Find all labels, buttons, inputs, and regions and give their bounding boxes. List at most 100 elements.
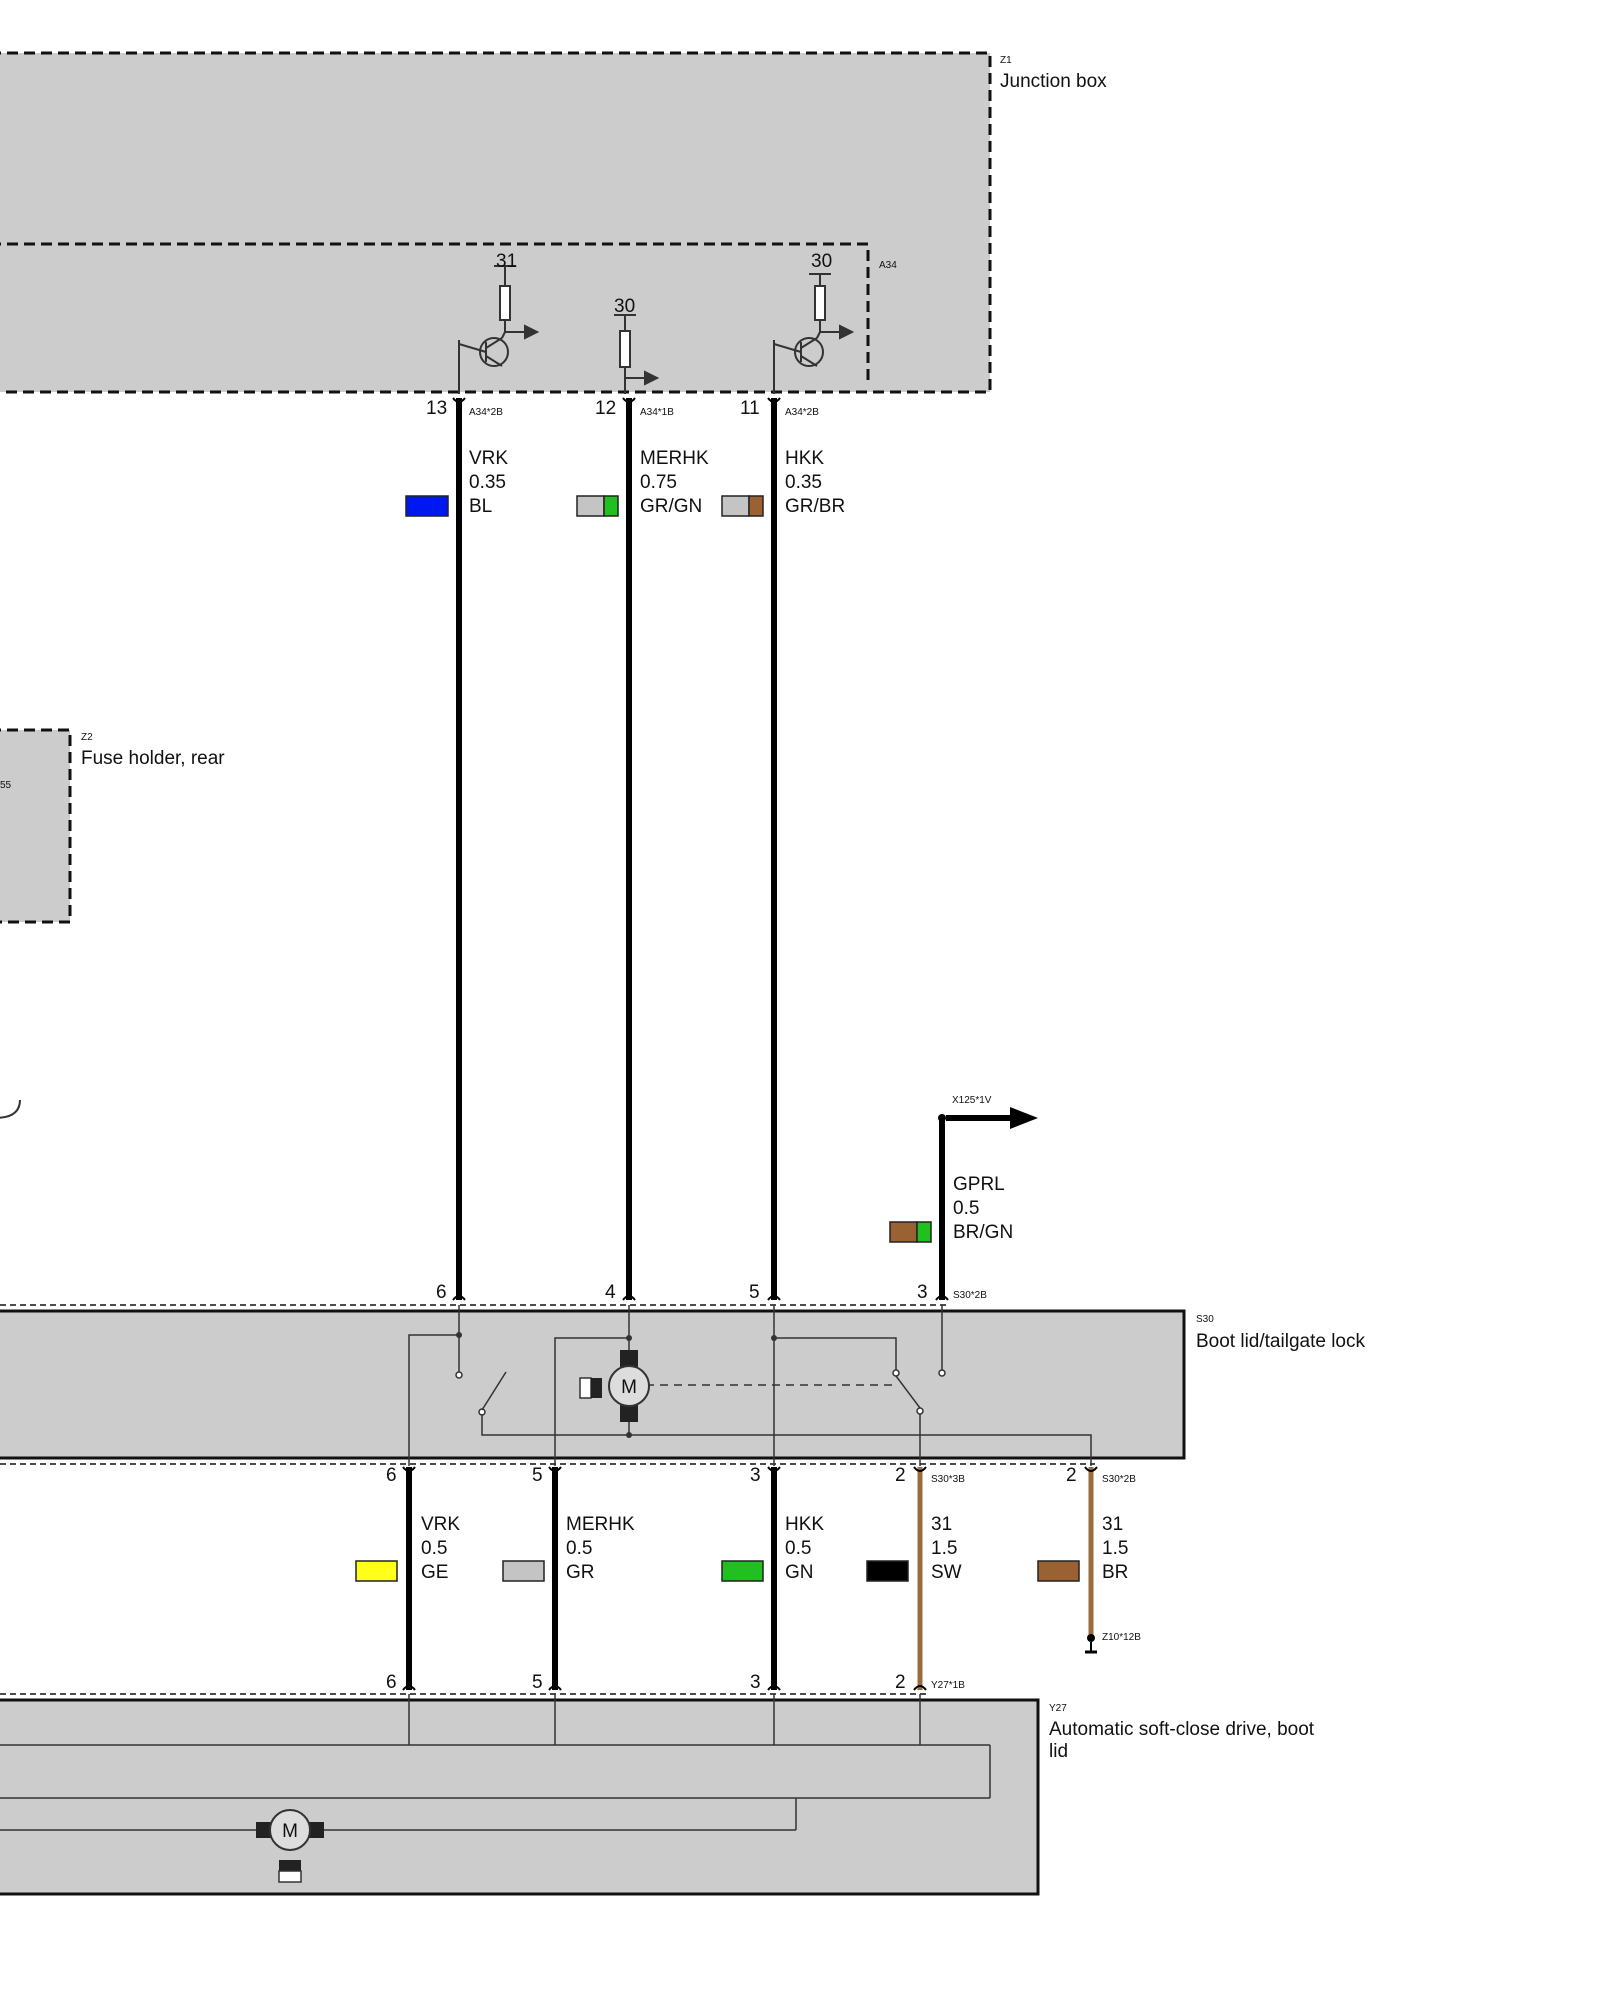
wire-color-vrk: BL — [469, 496, 492, 517]
wire-signal-gprl: GPRL — [953, 1174, 1005, 1195]
conn-x125: X125*1V — [952, 1095, 992, 1106]
soft-close-motor: M — [256, 1809, 324, 1883]
wire-color-br-gn: BR/GN — [953, 1222, 1013, 1243]
lower-wire-hkk: 3 HKK 0.5 GN 3 — [721, 1465, 824, 1693]
swatch-bl — [405, 495, 449, 517]
gprl-wire: X125*1V GPRL 0.5 BR/GN 3 S30*2B — [889, 1095, 1038, 1303]
lower-color-ge: GE — [421, 1562, 448, 1583]
lower-signal-31-a: 31 — [931, 1514, 952, 1535]
lower-color-gr: GR — [566, 1562, 595, 1583]
swatch-gr-br-stripe — [748, 495, 764, 517]
swatch-br-gn-primary — [889, 1221, 918, 1243]
lower-signal-merhk: MERHK — [566, 1514, 635, 1535]
supply-label-31: 31 — [496, 251, 517, 272]
fuse-holder-id: Z2 — [81, 732, 93, 743]
wire-signal-merhk: MERHK — [640, 448, 709, 469]
wire-size-hkk: 0.35 — [785, 472, 822, 493]
lower-size-31-b: 1.5 — [1102, 1538, 1128, 1559]
lock-motor: M — [579, 1350, 650, 1422]
lower-pin-top-2-b: 2 — [1066, 1465, 1077, 1486]
upper-wire-merhk: 12 A34*1B MERHK 0.75 GR/GN 4 — [576, 397, 709, 1303]
supply-label-30-b: 30 — [811, 251, 832, 272]
boot-lid-lock: S30 Boot lid/tailgate lock — [0, 1304, 1365, 1466]
transistor-driver-13 — [458, 265, 540, 394]
junction-box-id: Z1 — [1000, 55, 1012, 66]
fuse-holder-partial: 55 — [0, 780, 12, 791]
lower-signal-31-b: 31 — [1102, 1514, 1123, 1535]
lower-wire-vrk: 6 VRK 0.5 GE 6 — [355, 1465, 460, 1693]
fuse-holder-name: Fuse holder, rear — [81, 748, 225, 769]
lower-size-hkk: 0.5 — [785, 1538, 811, 1559]
pin-bottom-4: 4 — [605, 1282, 616, 1303]
swatch-gn — [721, 1560, 764, 1582]
conn-z10-12b: Z10*12B — [1102, 1632, 1141, 1643]
conn-s30-2b-top: S30*2B — [953, 1290, 987, 1301]
soft-close-drive: Y27 Automatic soft-close drive, boot lid… — [0, 1693, 1315, 1896]
lower-pin-bottom-6: 6 — [386, 1672, 397, 1693]
swatch-sw — [866, 1560, 909, 1582]
lower-size-merhk: 0.5 — [566, 1538, 592, 1559]
conn-top-a34-2b-b: A34*2B — [785, 407, 819, 418]
conn-top-a34-1b: A34*1B — [640, 407, 674, 418]
lower-pin-top-6: 6 — [386, 1465, 397, 1486]
pullup-resistor-12 — [614, 314, 660, 394]
wire-color-gr-br: GR/BR — [785, 496, 845, 517]
lower-color-gn: GN — [785, 1562, 814, 1583]
lower-signal-vrk: VRK — [421, 1514, 460, 1535]
lower-wire-merhk: 5 MERHK 0.5 GR 5 — [502, 1465, 635, 1693]
swatch-ge — [355, 1560, 398, 1582]
wire-size-vrk: 0.35 — [469, 472, 506, 493]
wire-size-merhk: 0.75 — [640, 472, 677, 493]
arrow-to-x125 — [1010, 1107, 1038, 1129]
swatch-br — [1037, 1560, 1080, 1582]
soft-close-drive-name-1: Automatic soft-close drive, boot — [1049, 1719, 1315, 1740]
lower-pin-top-3: 3 — [750, 1465, 761, 1486]
wire-signal-hkk: HKK — [785, 448, 824, 469]
boot-lid-lock-name: Boot lid/tailgate lock — [1196, 1331, 1365, 1352]
lock-motor-letter: M — [621, 1377, 637, 1398]
soft-close-motor-letter: M — [282, 1821, 298, 1842]
wire-color-gr-gn: GR/GN — [640, 496, 702, 517]
swatch-gr — [502, 1560, 545, 1582]
boot-lid-lock-id: S30 — [1196, 1314, 1214, 1325]
pin-bottom-5: 5 — [749, 1282, 760, 1303]
conn-s30-3b: S30*3B — [931, 1474, 965, 1485]
partial-wire-stub — [0, 1099, 21, 1119]
conn-y27-1b: Y27*1B — [931, 1680, 965, 1691]
lower-size-31-a: 1.5 — [931, 1538, 957, 1559]
transistor-driver-11 — [773, 273, 855, 394]
lower-pin-top-2-a: 2 — [895, 1465, 906, 1486]
lower-signal-hkk: HKK — [785, 1514, 824, 1535]
upper-wire-hkk: 11 A34*2B HKK 0.35 GR/BR 5 — [721, 397, 845, 1303]
soft-close-drive-name-2: lid — [1049, 1741, 1068, 1762]
junction-box: Z1 Junction box — [0, 51, 1107, 394]
fuse-holder-rear: 55 Z2 Fuse holder, rear — [0, 728, 225, 924]
pin-top-11: 11 — [740, 398, 760, 419]
swatch-br-gn-stripe — [916, 1221, 932, 1243]
pin-top-13: 13 — [426, 398, 447, 419]
pin-top-12: 12 — [595, 398, 616, 419]
lower-size-vrk: 0.5 — [421, 1538, 447, 1559]
lower-wire-31-sw: 2 S30*3B 31 1.5 SW 2 Y27*1B — [866, 1465, 965, 1693]
supply-label-30-a: 30 — [614, 296, 635, 317]
pin-bottom-3: 3 — [917, 1282, 928, 1303]
lower-color-br: BR — [1102, 1562, 1128, 1583]
junction-box-name: Junction box — [1000, 71, 1107, 92]
wire-signal-vrk: VRK — [469, 448, 508, 469]
lower-color-sw: SW — [931, 1562, 962, 1583]
upper-wire-vrk: 13 A34*2B VRK 0.35 BL 6 — [405, 397, 508, 1303]
module-a34: A34 — [0, 242, 897, 386]
lower-pin-bottom-2: 2 — [895, 1672, 906, 1693]
swatch-gr-br-primary — [721, 495, 750, 517]
swatch-gr-gn-primary — [576, 495, 605, 517]
module-a34-id: A34 — [879, 260, 897, 271]
lower-pin-bottom-3: 3 — [750, 1672, 761, 1693]
lower-pin-bottom-5: 5 — [532, 1672, 543, 1693]
conn-s30-2b-bottom: S30*2B — [1102, 1474, 1136, 1485]
wire-size-gprl: 0.5 — [953, 1198, 979, 1219]
lower-pin-top-5: 5 — [532, 1465, 543, 1486]
lower-wire-31-br: 2 S30*2B 31 1.5 BR Z10*12B — [1037, 1465, 1141, 1654]
conn-top-a34-2b-a: A34*2B — [469, 407, 503, 418]
swatch-gr-gn-stripe — [603, 495, 619, 517]
